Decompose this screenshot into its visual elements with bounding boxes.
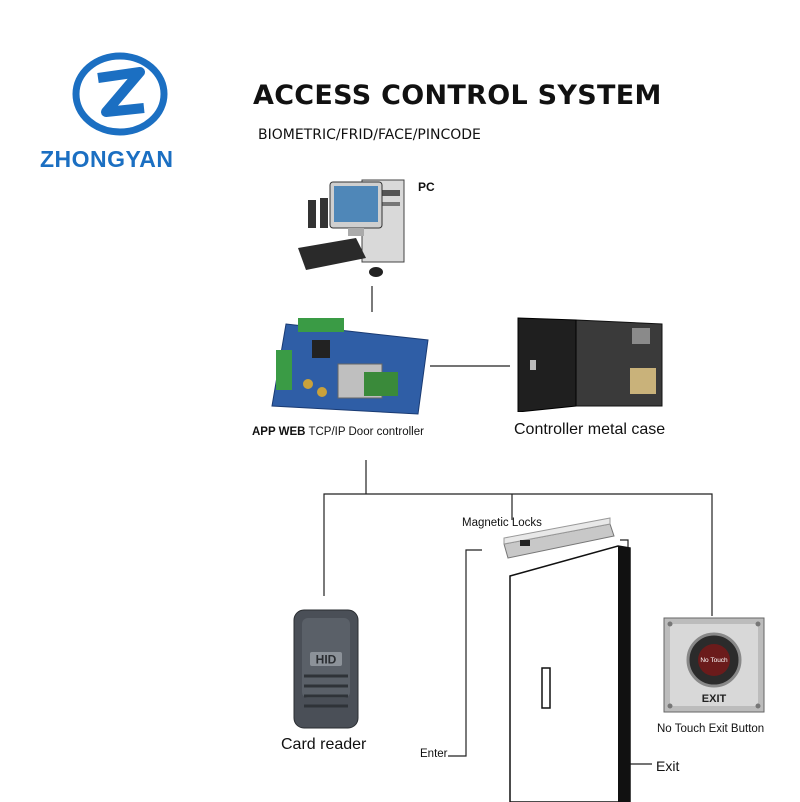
exit-label: Exit: [656, 758, 680, 774]
pc-label: PC: [418, 180, 435, 194]
circuit-board-icon: [271, 318, 429, 415]
metal-case-icon: [517, 317, 663, 412]
brand-logo: [72, 52, 168, 136]
exit-button-icon: No Touch EXIT: [663, 617, 765, 713]
page-title: ACCESS CONTROL SYSTEM: [253, 80, 662, 111]
controller-label-rest: TCP/IP Door controller: [305, 426, 424, 438]
exit-button-face-text: No Touch: [700, 657, 728, 664]
controller-label-bold: APP WEB: [252, 426, 306, 438]
magnetic-lock-label: Magnetic Locks: [462, 517, 542, 529]
desktop-computer-icon: [298, 179, 405, 277]
door-icon: [509, 545, 631, 802]
controller-label: APP WEB TCP/IP Door controller: [252, 426, 424, 438]
enter-label: Enter: [420, 748, 448, 760]
card-reader-icon: HID: [293, 609, 359, 729]
magnetic-lock-icon: [503, 517, 615, 559]
metal-case-label: Controller metal case: [514, 421, 666, 438]
card-reader-label: Card reader: [281, 736, 367, 753]
card-reader-badge: HID: [316, 653, 337, 667]
brand-name: ZHONGYAN: [40, 146, 174, 172]
exit-button-label: No Touch Exit Button: [657, 723, 765, 735]
exit-button-plate-text: EXIT: [702, 693, 727, 705]
page-subtitle: BIOMETRIC/FRID/FACE/PINCODE: [258, 127, 481, 143]
